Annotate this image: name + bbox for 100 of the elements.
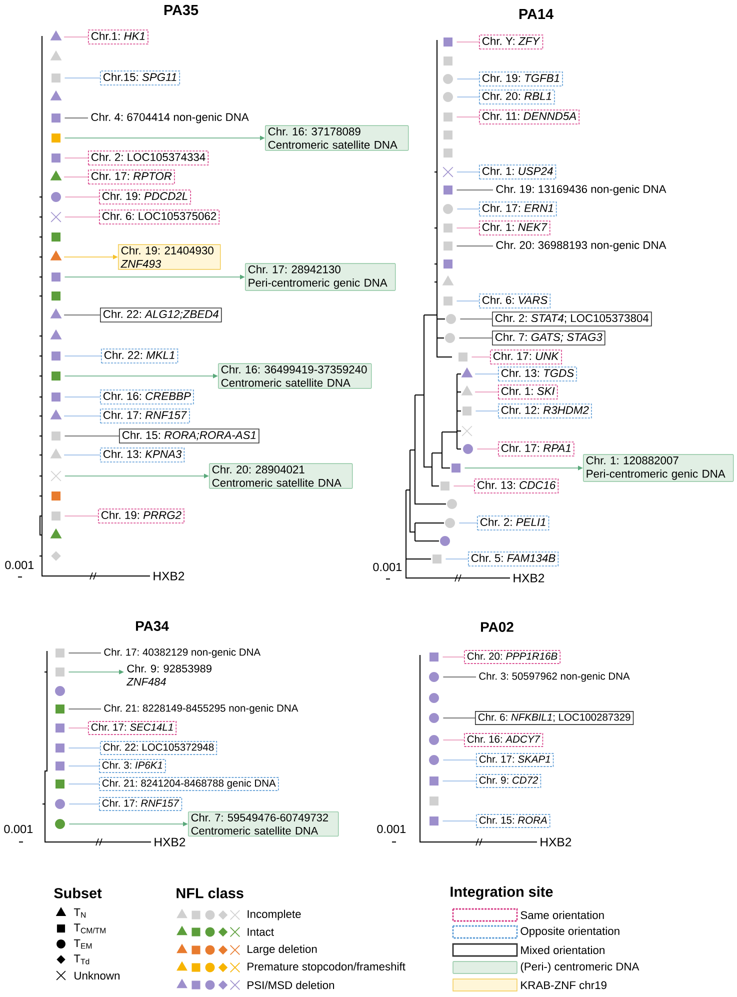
leader-line [64,36,88,38]
cross-marker [50,470,62,482]
square-marker [56,668,64,677]
annotation-box: Chr. 17: ERN1 [479,202,557,216]
annotation-box: Chr. 15: RORA [476,814,550,828]
square-marker [52,134,60,143]
legend-label: Mixed orientation [521,946,604,954]
triangle-marker [50,329,62,340]
square-marker [56,744,64,753]
annotation-box: Chr. 13: KPNA3 [100,448,185,462]
annotation-box: Chr. 21: 8241204-8468788 genic DNA [99,777,279,791]
annotation-label: Chr. 3: 50597962 non-genic DNA [479,672,630,682]
annotation-box: Chr. 9: CD72 [476,774,542,788]
square-marker [56,780,64,789]
annotation-box: Chr. 16: ADCY7 [464,733,544,747]
square-marker [52,292,60,301]
legend-label: Opposite orientation [520,926,620,938]
square-marker [56,648,64,658]
square-marker [56,704,64,714]
annotation-box: Chr. 17: RPTOR [88,170,175,184]
legend-label: T$_{N}$ [74,908,86,918]
legend-label: Premature stopcodon/frameshift [248,962,406,973]
leader-line [471,356,490,358]
legend-label: (Peri-) centromeric DNA [520,962,640,973]
cross-marker [462,426,472,436]
annotation-label: Chr. 19: 13169436 non-genic DNA [496,184,666,196]
annotation-box: Chr. 20: RBL1 [479,90,555,104]
circle-marker [429,693,439,703]
annotation-label: Chr. 9: 92853989 ZNF484 [126,664,212,686]
annotation-box: Chr. 19: PRRG2 [98,508,184,524]
annotation-label: Chr. 20: 36988193 non-genic DNA [496,240,666,252]
triangle-marker [461,385,473,396]
square-marker [52,154,60,163]
leader-line [458,522,478,524]
square-marker [443,112,452,122]
square-marker [52,512,60,521]
annotation-box: Chr. 17: SEC14L1 [88,721,177,735]
square-marker [443,56,452,66]
leader-line [68,708,102,710]
circle-marker [446,314,456,324]
circle-marker [429,755,439,765]
leader-line [456,116,480,118]
leader-line [460,318,492,320]
triangle-marker [50,250,62,260]
panel-title: PA02 [481,622,514,632]
leader-line [456,78,480,80]
arrow [64,136,265,140]
circle-marker [443,74,453,84]
annotation-box: Chr. 17: RNF157 [100,408,190,424]
square-marker [52,392,60,402]
annotation-box: Chr. 17: UNK [490,350,562,364]
square-marker [440,482,450,491]
square-marker [52,232,60,242]
diamond-marker [51,551,61,561]
leader-line [68,652,102,654]
annotation-box: Chr. 17: SKAP1 [476,753,554,767]
annotation-box: Chr. 22: LOC105372948 [100,741,218,755]
square-marker [429,776,438,786]
annotation-box: Chr. 16: CREBBP [100,390,194,404]
annotation-label: Chr. 4: 6704414 non-genic DNA [91,112,249,124]
circle-marker [51,192,61,202]
annotation-box: Chr. 6: LOC105375062 [99,210,220,224]
legend-label: T$_{CM/TM}$ [74,924,106,934]
arrow [64,374,218,378]
annotation-box: Chr. 6: VARS [479,294,551,308]
annotation-box: Chr. Y: ZFY [479,34,544,50]
square-marker [429,652,438,662]
scale-label: 0.001 [377,824,406,834]
arrow [64,254,118,260]
leader-line [442,656,464,658]
annotation-box: Chr. 1: USP24 [479,164,556,180]
triangle-marker [50,30,62,40]
annotation-box: Chr. 1: NEK7 [479,220,550,236]
circle-marker [429,672,439,682]
annotation-box: Chr. 11: DENND5A [479,110,580,124]
annotation-box: Chr. 7: GATS; STAG3 [492,330,606,346]
annotation-box: Chr. 19: TGFB1 [479,72,563,86]
leader-line [445,558,468,560]
triangle-marker [50,448,62,458]
annotation-label: Chr. 21: 8228149-8455295 non-genic DNA [104,704,298,714]
leader-line [476,448,498,450]
square-marker [451,464,460,473]
circle-marker [463,444,473,454]
panel-title: PA35 [164,4,198,16]
annotation-box: Chr. 6: NFKBIL1; LOC100287329 [475,711,634,725]
square-marker [52,432,60,441]
legend-label: T$_{Td}$ [74,954,90,964]
reference-label: HXB2 [540,838,572,846]
legend-label: PSI/MSD deletion [248,980,334,990]
square-marker [56,724,64,733]
panel-title: PA34 [136,621,169,631]
triangle-marker [50,170,62,180]
square-marker [443,296,452,306]
arrow [464,466,583,470]
leader-line [442,676,476,678]
panel-title: PA14 [519,9,554,19]
square-marker [56,762,64,771]
square-marker [432,554,442,564]
circle-marker [443,92,453,102]
circle-marker [55,686,65,696]
